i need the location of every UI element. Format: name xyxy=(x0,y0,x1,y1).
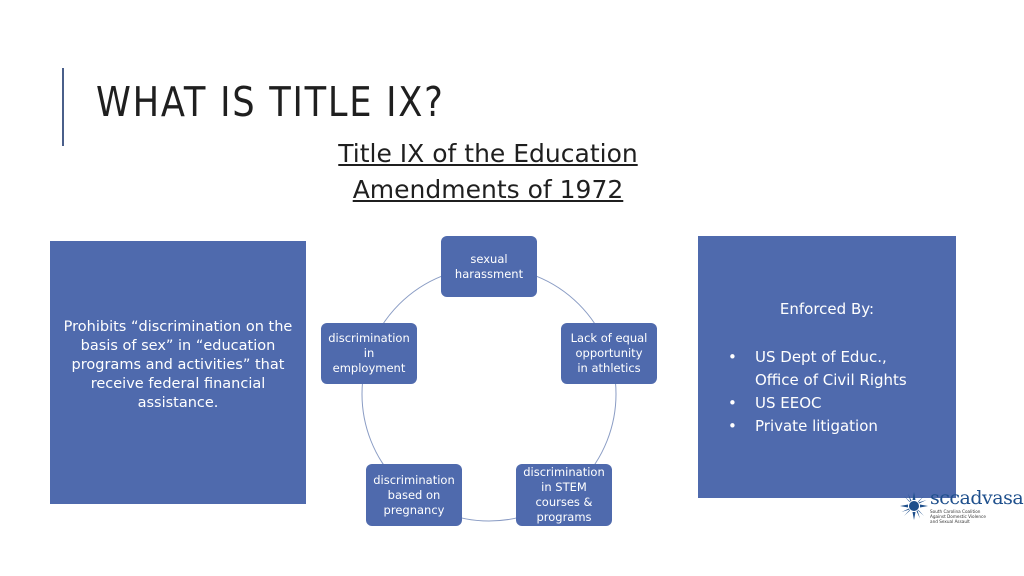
enforcement-item: • US Dept of Educ., Office of Civil Righ… xyxy=(728,348,907,389)
cycle-node-stem: discrimination in STEM courses & program… xyxy=(516,464,612,526)
enforcement-list: • US Dept of Educ., Office of Civil Righ… xyxy=(728,346,907,438)
prohibition-text: Prohibits “discrimination on the basis o… xyxy=(63,319,293,411)
subtitle-line-2: Amendments of 1972 xyxy=(352,175,624,204)
cycle-node-sexual-harassment: sexual harassment xyxy=(441,236,537,297)
bullet-icon: • xyxy=(728,417,737,435)
cycle-node-label: discrimination in employment xyxy=(328,331,410,375)
cycle-node-athletics: Lack of equal opportunity in athletics xyxy=(561,323,657,384)
logo-wordmark: sccadvasa xyxy=(930,487,1024,509)
cycle-node-label: sexual harassment xyxy=(454,251,524,281)
enforcement-heading: Enforced By: xyxy=(779,300,875,318)
bullet-icon: • xyxy=(728,394,737,412)
logo-tagline: South Carolina Coalition Against Domesti… xyxy=(930,509,986,524)
cycle-node-label: discrimination based on pregnancy xyxy=(373,472,455,517)
cycle-node-employment: discrimination in employment xyxy=(321,323,417,384)
organization-logo: sccadvasa South Carolina Coalition Again… xyxy=(900,488,1024,530)
prohibition-panel: Prohibits “discrimination on the basis o… xyxy=(50,241,306,504)
enforcement-item: • US EEOC xyxy=(728,392,907,415)
bullet-icon: • xyxy=(728,348,737,366)
title-accent-bar xyxy=(62,68,64,146)
enforcement-panel: Enforced By: • US Dept of Educ., Office … xyxy=(698,236,956,498)
slide-subtitle: Title IX of the Education Amendments of … xyxy=(300,136,676,208)
slide-title: WHAT IS TITLE IX? xyxy=(96,78,445,126)
sunburst-icon xyxy=(900,492,928,520)
cycle-node-label: discrimination in STEM courses & program… xyxy=(523,465,605,524)
subtitle-line-1: Title IX of the Education xyxy=(338,139,638,168)
cycle-node-pregnancy: discrimination based on pregnancy xyxy=(366,464,462,526)
enforcement-item: • Private litigation xyxy=(728,415,907,438)
cycle-node-label: Lack of equal opportunity in athletics xyxy=(570,331,648,375)
